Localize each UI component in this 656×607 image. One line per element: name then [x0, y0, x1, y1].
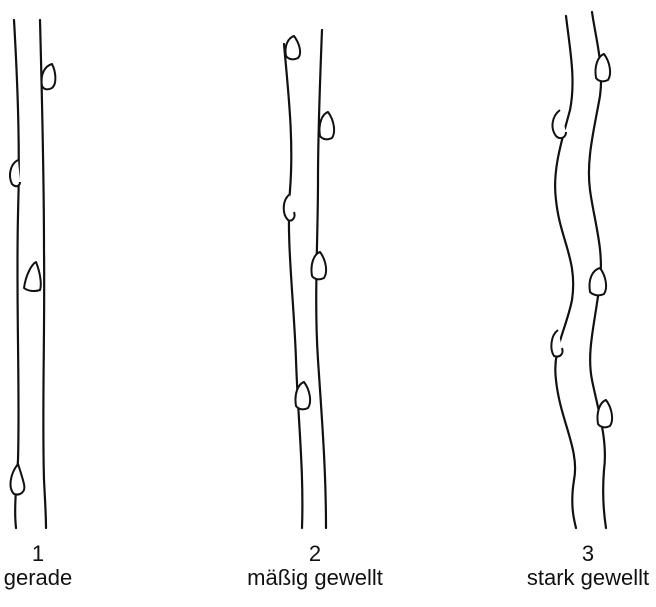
caption-panel-2: 2 mäßig gewellt: [215, 542, 415, 590]
bud-1b: [9, 159, 21, 188]
bud-2d: [310, 251, 328, 281]
bud-2e: [294, 381, 312, 411]
panel-1-label: gerade: [3, 565, 73, 590]
bud-3e: [596, 399, 614, 429]
shoot-2-left-edge: [282, 42, 304, 530]
shoot-strongly-wavy: [550, 10, 614, 530]
bud-3a: [594, 53, 612, 83]
caption-panel-3: 3 stark gewellt: [488, 542, 656, 590]
shoot-1-right-edge: [38, 18, 48, 530]
shoot-straight: [9, 18, 57, 530]
bud-2a: [284, 35, 302, 61]
caption-panel-1: 1 gerade: [0, 542, 138, 590]
panel-2-label: mäßig gewellt: [247, 565, 383, 590]
bud-3b: [551, 109, 567, 140]
panel-1-number: 1: [31, 541, 45, 566]
bud-3d: [550, 329, 564, 358]
shoot-1-left-edge: [12, 18, 20, 530]
bud-3c: [588, 267, 608, 297]
panel-2-number: 2: [308, 541, 322, 566]
bud-1c: [23, 261, 42, 293]
shoot-3-left-edge: [554, 14, 578, 530]
panel-3-label: stark gewellt: [526, 565, 650, 590]
bud-2c: [282, 193, 296, 222]
panel-3-number: 3: [581, 541, 595, 566]
bud-1a: [40, 63, 57, 91]
bud-2b: [318, 111, 336, 141]
shoot-moderately-wavy: [282, 28, 336, 530]
bud-1d: [9, 463, 26, 496]
